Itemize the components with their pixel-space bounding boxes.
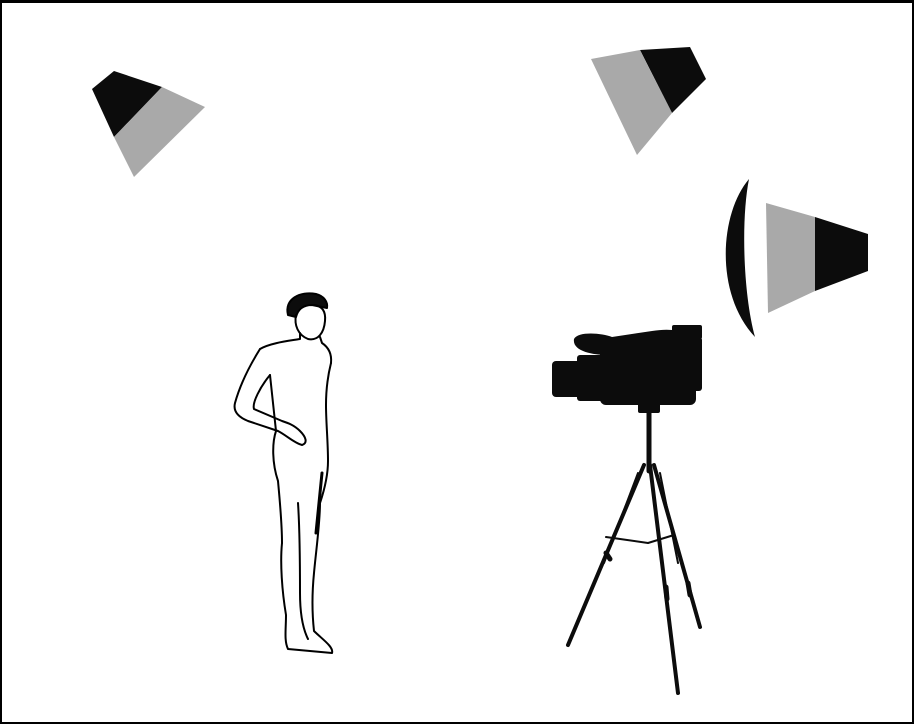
reflector-dish [726, 179, 755, 337]
lighting-setup-canvas [2, 3, 914, 727]
tripod-leg-lock-right [688, 583, 690, 595]
camera-body [600, 349, 696, 405]
camera-lens-ring [577, 355, 605, 401]
reflector-softbox-light [766, 203, 815, 313]
tripod-leg-left-inner [604, 473, 638, 563]
person-hair [287, 293, 327, 317]
reflector-light-right [726, 179, 868, 337]
person-torso-back [270, 375, 282, 543]
tripod-leg-lock-center [666, 587, 667, 599]
video-camera [552, 325, 702, 411]
tripod-leg-lock-left [606, 553, 610, 559]
person-figure [235, 293, 333, 653]
reflector-softbox-dark [815, 217, 868, 291]
person-legs [281, 503, 332, 653]
softbox-light-top-left [92, 71, 205, 177]
tripod [568, 409, 700, 693]
softbox-light-top-right [591, 47, 706, 155]
person-neck-shoulders [260, 333, 331, 363]
camera-rear [682, 337, 702, 391]
person-arm-back [235, 349, 306, 445]
tripod-leg-right-inner [660, 473, 678, 563]
camera-viewfinder [672, 325, 702, 339]
